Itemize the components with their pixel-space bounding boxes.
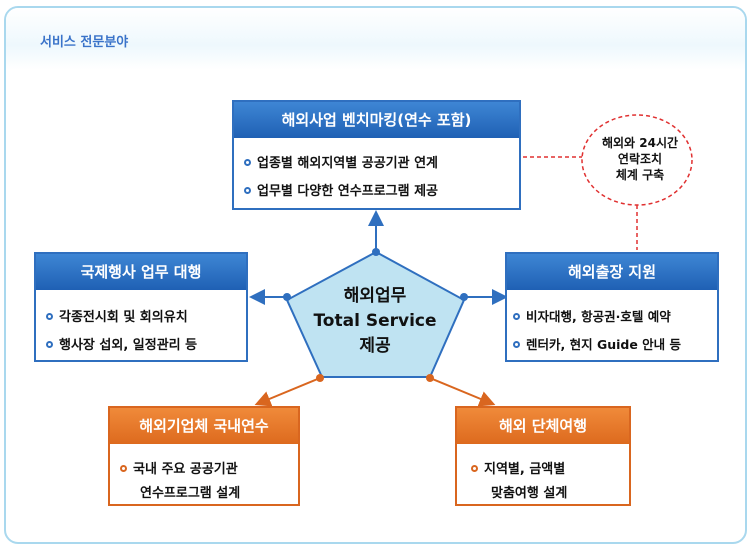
bullet-icon — [471, 465, 478, 472]
list-item: 각종전시회 및 회의유치 — [46, 306, 188, 325]
connector-bottom-right-dot — [426, 374, 434, 382]
box-benchmarking: 해외사업 벤치마킹(연수 포함) 업종별 해외지역별 공공기관 연계 업무별 다… — [232, 100, 521, 210]
list-item-continued: 맞춤여행 설계 — [491, 486, 568, 501]
section-title: 서비스 전문분야 — [40, 35, 129, 50]
bullet-icon — [513, 341, 520, 348]
connector-right-dot — [460, 293, 468, 301]
list-item: 지역별, 금액별 — [471, 458, 565, 477]
list-item: 행사장 섭외, 일정관리 등 — [46, 334, 197, 353]
box-business-trip: 해외출장 지원 비자대행, 항공권·호텔 예약 렌터카, 현지 Guide 안내… — [505, 252, 719, 362]
bullet-icon — [513, 313, 520, 320]
box-business-trip-title: 해외출장 지원 — [507, 254, 717, 290]
bullet-icon — [46, 313, 53, 320]
center-label: 해외업무 Total Service 제공 — [313, 286, 437, 356]
connector-top-dot — [372, 248, 380, 256]
connector-bottom-left — [254, 377, 321, 407]
connector-bottom-left-dot — [316, 374, 324, 382]
list-item: 국내 주요 공공기관 — [120, 458, 238, 477]
box-benchmarking-title: 해외사업 벤치마킹(연수 포함) — [234, 102, 519, 138]
box-intl-events: 국제행사 업무 대행 각종전시회 및 회의유치 행사장 섭외, 일정관리 등 — [34, 252, 248, 362]
center-pentagon — [285, 250, 466, 378]
note-circle — [581, 114, 693, 206]
list-item: 업종별 해외지역별 공공기관 연계 — [244, 152, 438, 171]
connector-bottom-right — [429, 377, 496, 407]
box-intl-events-title: 국제행사 업무 대행 — [36, 254, 246, 290]
list-item: 비자대행, 항공권·호텔 예약 — [513, 306, 671, 325]
connector-left-dot — [283, 293, 291, 301]
bullet-icon — [120, 465, 127, 472]
list-item: 렌터카, 현지 Guide 안내 등 — [513, 334, 681, 353]
bullet-icon — [46, 341, 53, 348]
header-band — [6, 8, 745, 70]
list-item: 업무별 다양한 연수프로그램 제공 — [244, 180, 438, 199]
box-group-travel: 해외 단체여행 지역별, 금액별 맞춤여행 설계 — [455, 406, 631, 506]
box-group-travel-title: 해외 단체여행 — [457, 408, 629, 444]
box-domestic-training: 해외기업체 국내연수 국내 주요 공공기관 연수프로그램 설계 — [108, 406, 300, 506]
bullet-icon — [244, 159, 251, 166]
bullet-icon — [244, 187, 251, 194]
box-domestic-training-title: 해외기업체 국내연수 — [110, 408, 298, 444]
list-item-continued: 연수프로그램 설계 — [140, 486, 241, 501]
